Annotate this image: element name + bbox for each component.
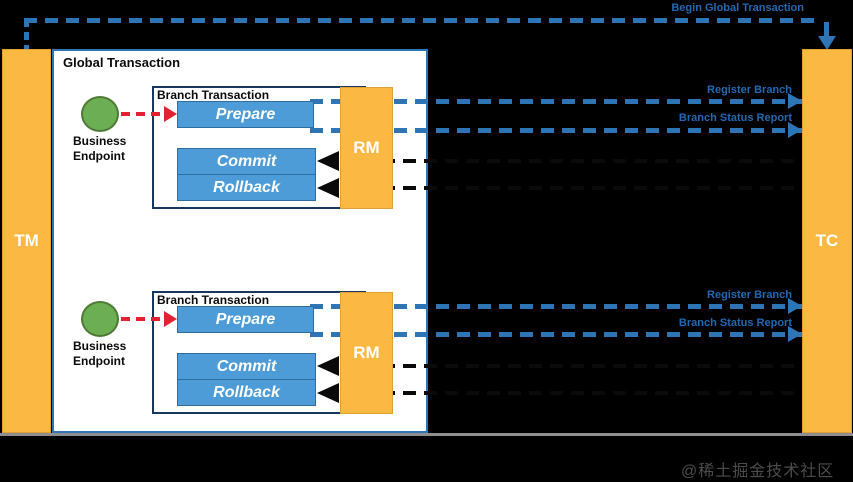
rollback-button: Rollback xyxy=(177,174,316,201)
branch-status-report-label: Branch Status Report xyxy=(678,317,792,329)
watermark-text: @稀土掘金技术社区 xyxy=(681,463,835,480)
branch-status-report-line xyxy=(310,332,802,337)
business-endpoint-label-line2: Endpoint xyxy=(73,354,125,368)
register-branch-label: Register Branch xyxy=(707,289,792,301)
business-endpoint-circle xyxy=(81,96,119,132)
branch-transaction-label: Branch Transaction xyxy=(157,293,270,307)
global-transaction-label: Global Transaction xyxy=(63,55,181,70)
branch-transaction-label: Branch Transaction xyxy=(157,88,270,102)
business-endpoint-circle xyxy=(81,301,119,337)
invoke-arrow-line xyxy=(121,317,164,321)
commit-button: Commit xyxy=(177,353,316,380)
register-branch-line xyxy=(310,99,802,104)
arrow-right-icon xyxy=(164,106,177,122)
arrow-left-icon xyxy=(317,383,339,403)
business-endpoint-label: Business Endpoint xyxy=(73,339,126,369)
arrow-right-icon xyxy=(788,298,802,314)
rm-box: RM xyxy=(340,292,393,414)
business-endpoint-label-line1: Business xyxy=(73,134,127,148)
commit-button: Commit xyxy=(177,148,316,175)
register-branch-line xyxy=(310,304,802,309)
rm-box: RM xyxy=(340,87,393,209)
arrow-right-icon xyxy=(788,93,802,109)
arrow-right-icon xyxy=(788,326,802,342)
prepare-button: Prepare xyxy=(177,306,314,333)
rollback-callback-line xyxy=(340,186,802,190)
branch-status-report-line xyxy=(310,128,802,133)
begin-transaction-connector-line xyxy=(24,19,29,51)
business-endpoint-label-line2: Endpoint xyxy=(73,149,125,163)
business-endpoint-label: Business Endpoint xyxy=(73,134,126,164)
invoke-arrow-line xyxy=(121,112,164,116)
commit-callback-line xyxy=(340,159,802,163)
arrow-left-icon xyxy=(317,356,339,376)
rollback-callback-line xyxy=(340,391,802,395)
arrow-down-icon xyxy=(818,36,836,50)
tc-box: TC xyxy=(802,49,852,433)
slide-bottom-edge xyxy=(0,433,853,436)
begin-transaction-arrow-stem xyxy=(824,22,829,37)
arrow-right-icon xyxy=(788,122,802,138)
prepare-button: Prepare xyxy=(177,101,314,128)
arrow-right-icon xyxy=(164,311,177,327)
begin-transaction-line xyxy=(24,18,822,23)
arrow-left-icon xyxy=(317,178,339,198)
tm-box: TM xyxy=(2,49,51,433)
begin-global-transaction-label: Begin Global Transaction xyxy=(671,2,804,14)
commit-callback-line xyxy=(340,364,802,368)
business-endpoint-label-line1: Business xyxy=(73,339,127,353)
arrow-left-icon xyxy=(317,151,339,171)
register-branch-label: Register Branch xyxy=(707,84,792,96)
branch-status-report-label: Branch Status Report xyxy=(678,112,792,124)
rollback-button: Rollback xyxy=(177,379,316,406)
